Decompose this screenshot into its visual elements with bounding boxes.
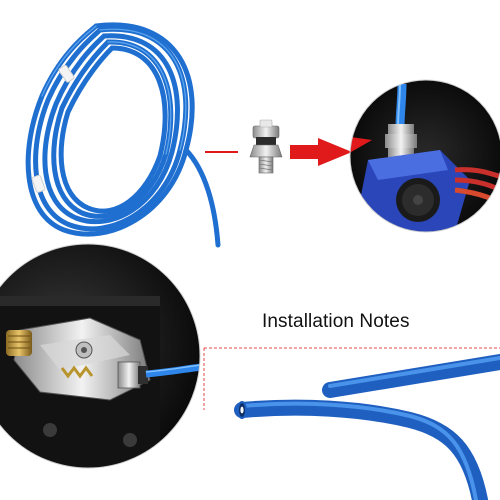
coiled-ptfe-tube — [25, 22, 221, 248]
dashed-callout-line — [203, 347, 500, 410]
installation-notes-label: Installation Notes — [262, 311, 410, 332]
arrow-right-icon — [205, 138, 352, 166]
hotend-detail-circle — [349, 79, 500, 233]
extruder-detail-circle — [0, 243, 201, 469]
ptfe-tube-closeup — [234, 354, 500, 500]
pneumatic-fitting-icon — [249, 119, 283, 174]
